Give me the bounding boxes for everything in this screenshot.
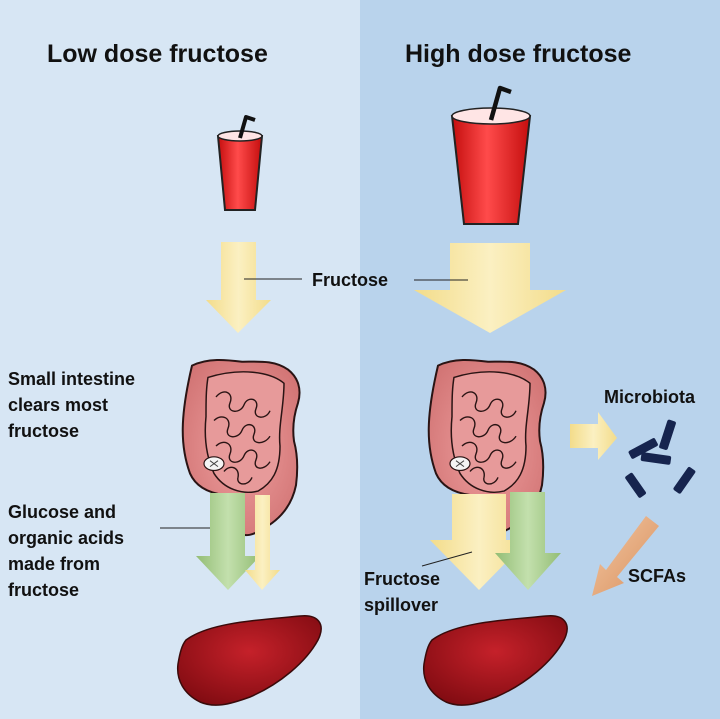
liver-icon-high bbox=[422, 615, 568, 706]
fructose-arrow-high bbox=[414, 243, 566, 333]
title-low-dose: Low dose fructose bbox=[47, 40, 268, 68]
scfa-arrow bbox=[592, 516, 659, 596]
title-high-dose: High dose fructose bbox=[405, 40, 632, 68]
low-dose-panel bbox=[0, 0, 360, 719]
label-glucose-acids-line-1: Glucose and bbox=[8, 502, 117, 522]
label-scfas: SCFAs bbox=[628, 566, 687, 586]
label-glucose-acids: Glucose and organic acids made from fruc… bbox=[8, 499, 124, 603]
leader-spillover bbox=[421, 551, 473, 567]
label-glucose-acids-line-4: fructose bbox=[8, 580, 80, 600]
fructose-spillover-arrow bbox=[430, 494, 528, 590]
small-cup-icon bbox=[216, 115, 264, 211]
label-fructose-spillover: Fructose spillover bbox=[364, 566, 440, 618]
label-small-intestine-line-3: fructose bbox=[8, 421, 80, 441]
fructose-arrow-low-small bbox=[245, 495, 280, 590]
bacteria-icon bbox=[625, 419, 696, 498]
label-small-intestine-line-2: clears most bbox=[8, 395, 109, 415]
glucose-arrow-low bbox=[196, 493, 260, 590]
high-dose-panel bbox=[360, 0, 720, 719]
label-spillover-line-1: Fructose bbox=[364, 569, 441, 589]
label-microbiota: Microbiota bbox=[604, 387, 696, 407]
label-small-intestine: Small intestine clears most fructose bbox=[8, 366, 135, 444]
label-glucose-acids-line-3: made from bbox=[8, 554, 101, 574]
glucose-arrow-high bbox=[495, 492, 561, 590]
liver-icon-low bbox=[176, 615, 322, 706]
label-spillover-line-2: spillover bbox=[364, 595, 439, 615]
microbiota-arrow bbox=[570, 412, 617, 460]
large-cup-icon bbox=[450, 85, 532, 225]
fructose-arrow-low bbox=[206, 242, 271, 333]
label-glucose-acids-line-2: organic acids bbox=[8, 528, 125, 548]
label-small-intestine-line-1: Small intestine bbox=[8, 369, 136, 389]
label-fructose: Fructose bbox=[312, 270, 389, 290]
